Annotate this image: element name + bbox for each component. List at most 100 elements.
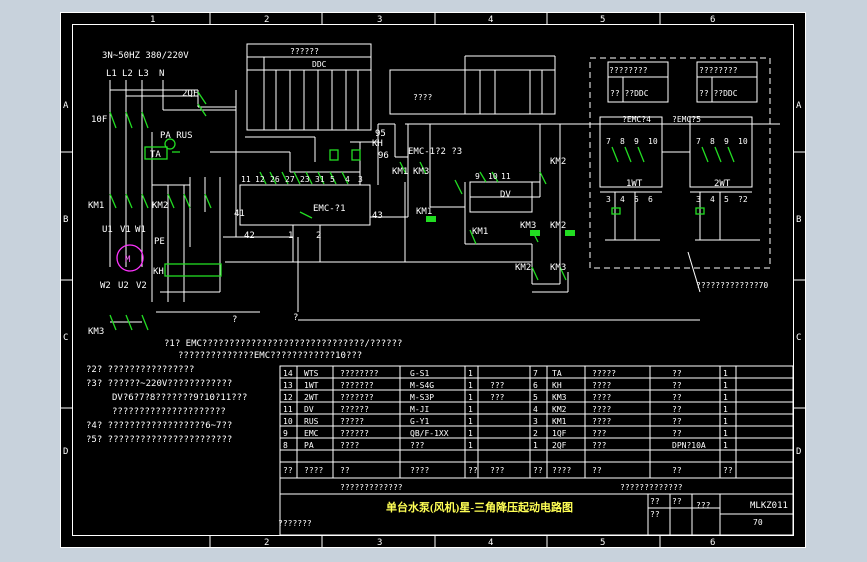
bom-cell: ?? bbox=[672, 405, 682, 414]
label-kh: KH bbox=[153, 267, 164, 277]
phase-l3: L3 bbox=[138, 69, 149, 79]
emc1-terminal: 11 bbox=[241, 175, 251, 184]
label-km2: KM2 bbox=[152, 201, 168, 211]
col-2-bottom: 2 bbox=[264, 538, 269, 548]
wt1-terminal: 7 bbox=[606, 137, 611, 146]
bom-cell: ?? bbox=[672, 417, 682, 426]
bom-cell: ??? bbox=[592, 429, 607, 438]
bom-cell: 3 bbox=[533, 417, 538, 426]
page-number: 70 bbox=[753, 518, 763, 527]
bom-cell: 1 bbox=[468, 369, 473, 378]
bom-header-cell: ???? bbox=[552, 466, 571, 475]
col-1: 1 bbox=[150, 15, 155, 25]
emc1-terminal: 3 bbox=[358, 175, 363, 184]
bom-cell: 12 bbox=[283, 393, 293, 402]
bom-cell: 9 bbox=[283, 429, 288, 438]
bom-cell: 1 bbox=[468, 393, 473, 402]
dv-terminal: 9 bbox=[475, 172, 480, 181]
label-km2-top: KM2 bbox=[550, 157, 566, 167]
wt2-terminal: 10 bbox=[738, 137, 748, 146]
label-pa-rus: PA RUS bbox=[160, 131, 193, 141]
bom-cell: ????? bbox=[592, 369, 616, 378]
label-u2: U2 bbox=[118, 281, 129, 291]
bom-header-cell: ???? bbox=[304, 466, 323, 475]
col-4-bottom: 4 bbox=[488, 538, 493, 548]
ddc-box-a: ???????? bbox=[609, 66, 648, 75]
dv-terminal: 11 bbox=[501, 172, 511, 181]
col-2: 2 bbox=[264, 15, 269, 25]
bom-cell: ?? bbox=[672, 369, 682, 378]
bom-cell: ??????? bbox=[340, 393, 374, 402]
bom-cell: KM3 bbox=[552, 393, 567, 402]
supply-spec: 3N~50HZ 380/220V bbox=[102, 51, 189, 61]
emc1-terminal: 4 bbox=[345, 175, 350, 184]
wt1-terminal-bottom: 5 bbox=[634, 195, 639, 204]
title-cell-4: ?? bbox=[650, 510, 660, 519]
title-bottom: ??????? bbox=[278, 519, 312, 528]
emc1-terminal: 26 bbox=[270, 175, 280, 184]
wt2-terminal-bottom: 5 bbox=[724, 195, 729, 204]
bom-cell: 11 bbox=[283, 405, 293, 414]
bom-cell: ??? bbox=[490, 381, 505, 390]
bom-cell: G-S1 bbox=[410, 369, 429, 378]
bom-cell: KM2 bbox=[552, 405, 567, 414]
control-contacts bbox=[259, 149, 567, 281]
bom-cell: 6 bbox=[533, 381, 538, 390]
emc2-label: EMC-1?2 ?3 bbox=[408, 147, 462, 157]
row-a: A bbox=[63, 101, 69, 111]
label-km1: KM1 bbox=[88, 201, 104, 211]
schematic-canvas: 1 2 3 4 5 6 2 3 4 5 6 A B C D A B C D 3N… bbox=[60, 12, 806, 548]
label-km3-b: KM3 bbox=[520, 221, 536, 231]
label-2qf: 2QF bbox=[182, 89, 198, 99]
term-1: 1 bbox=[288, 231, 293, 241]
col-6: 6 bbox=[710, 15, 715, 25]
drawing-code: MLKZ011 bbox=[750, 501, 788, 511]
bom-cell: ?? bbox=[672, 381, 682, 390]
coils bbox=[426, 216, 575, 236]
bom-header-cell: ?? bbox=[340, 466, 350, 475]
label-v1: V1 bbox=[120, 225, 131, 235]
label-pe: PE bbox=[154, 237, 165, 247]
bom-cell: G-Y1 bbox=[410, 417, 429, 426]
wt2-terminal-bottom: ?2 bbox=[738, 195, 748, 204]
bom-cell: 1 bbox=[468, 417, 473, 426]
label-v2: V2 bbox=[136, 281, 147, 291]
col-6-bottom: 6 bbox=[710, 538, 715, 548]
kh-96: 96 bbox=[378, 151, 389, 161]
row-d-right: D bbox=[796, 447, 801, 457]
bom-cell: 14 bbox=[283, 369, 293, 378]
label-ta: TA bbox=[150, 150, 161, 160]
bom-cell: ?????? bbox=[340, 429, 369, 438]
dv-label: DV bbox=[500, 190, 511, 200]
motor-symbol bbox=[116, 244, 144, 272]
row-b-right: B bbox=[796, 215, 801, 225]
grid-ticks bbox=[60, 12, 806, 548]
bom-cell: 1 bbox=[723, 429, 728, 438]
level-control-box bbox=[589, 57, 771, 269]
bom-cell: 8 bbox=[283, 441, 288, 450]
bom-cell: TA bbox=[552, 369, 562, 378]
bom-cell: ???????? bbox=[340, 369, 379, 378]
phase-n: N bbox=[159, 69, 164, 79]
bom-cell: QB/F-1XX bbox=[410, 429, 449, 438]
term-41: 41 bbox=[234, 209, 245, 219]
bom-cell: 1WT bbox=[304, 381, 319, 390]
emc1-terminal: 27 bbox=[285, 175, 295, 184]
row-c-right: C bbox=[796, 333, 801, 343]
label-km3-ctrl: KM3 bbox=[413, 167, 429, 177]
bom-cell: DV bbox=[304, 405, 314, 414]
bom-header-cell: ?? bbox=[533, 466, 543, 475]
label-10f: 10F bbox=[91, 115, 107, 125]
col-4: 4 bbox=[488, 15, 493, 25]
level-note: ?????????????70 bbox=[696, 281, 768, 290]
note-1: ?1? EMC??????????????????????????????/??… bbox=[164, 339, 402, 349]
control-circuit bbox=[223, 123, 780, 321]
bom-cell: M-S4G bbox=[410, 381, 434, 390]
label-km2-b: KM2 bbox=[550, 221, 566, 231]
wt2-label: 2WT bbox=[714, 179, 731, 189]
col-5-bottom: 5 bbox=[600, 538, 605, 548]
ddc-box-b-sub: ?? ??DDC bbox=[699, 89, 738, 98]
